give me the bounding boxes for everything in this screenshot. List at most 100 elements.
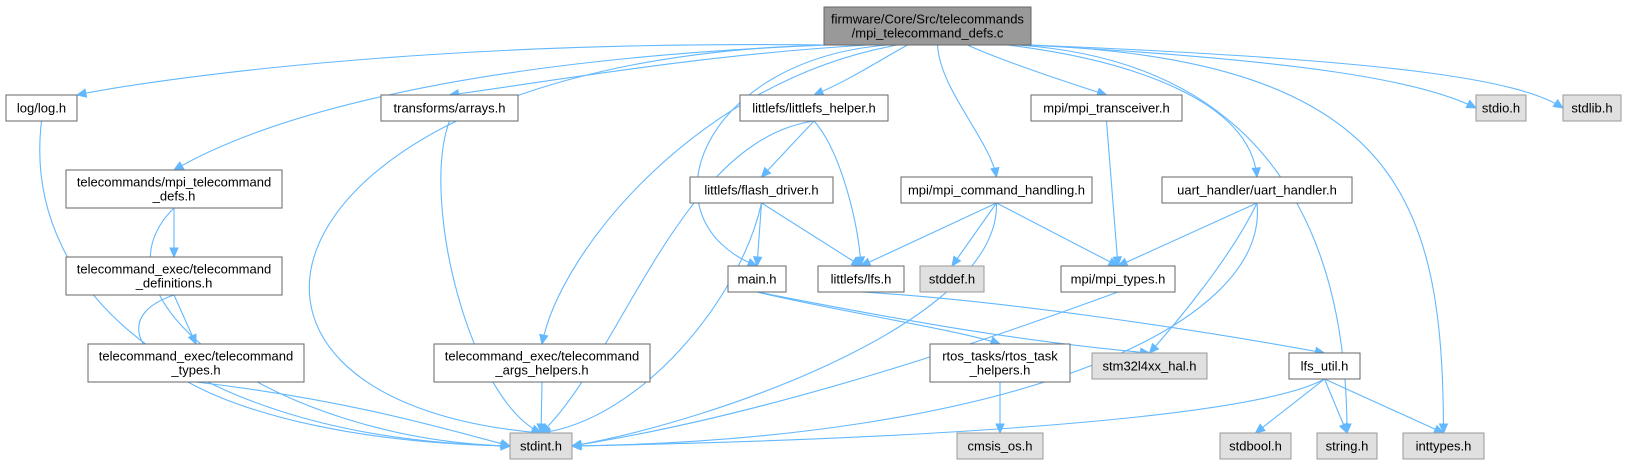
node-label-stddef: stddef.h [929,272,975,287]
arrowhead-root-to-stdlib [1552,98,1565,109]
edge-lfs_util-to-stdint [571,378,1325,447]
node-label-tc_args-line2: _args_helpers.h [494,363,588,378]
node-tc_types[interactable]: telecommand_exec/telecommand_types.h [87,343,305,383]
node-label-mpi_transceiver: mpi/mpi_transceiver.h [1043,101,1169,116]
node-label-tc_definitions-line2: _definitions.h [135,276,213,291]
node-label-string: string.h [1326,439,1369,454]
node-box-inttypes [1402,432,1485,460]
edge-tc_defs_h-to-stdint [149,207,511,447]
edge-lfs_util-to-string [1323,378,1348,434]
node-uart_handler[interactable]: uart_handler/uart_handler.h [1161,176,1353,204]
node-label-cmsis: cmsis_os.h [967,439,1032,454]
arrowhead-tc_definitions-to-tc_types [187,333,197,346]
arrowhead-root-to-mpi_cmd_handling [990,166,1000,179]
node-label-uart_handler: uart_handler/uart_handler.h [1177,183,1337,198]
node-label-transforms: transforms/arrays.h [394,101,506,116]
node-box-main [727,265,787,293]
node-label-stm32: stm32l4xx_hal.h [1103,359,1197,374]
node-box-mpi_types [1060,265,1176,293]
node-tc_args[interactable]: telecommand_exec/telecommand_args_helper… [433,343,651,383]
arrowhead-root-to-tc_args [539,333,549,346]
arrowhead-littlefs_helper-to-lfs [855,256,866,268]
node-mpi_transceiver[interactable]: mpi/mpi_transceiver.h [1030,94,1183,122]
edge-root-to-uart_handler [1007,44,1258,178]
arrowhead-lfs_util-to-stdint [570,441,582,451]
edge-root-to-littlefs_helper [813,44,908,96]
edge-littlefs_helper-to-flash_driver [761,120,815,178]
edge-root-to-tc_defs_h [173,44,828,171]
edge-uart_handler-to-stm32 [1149,202,1258,354]
node-inttypes: inttypes.h [1402,432,1485,460]
node-tc_defs_h[interactable]: telecommands/mpi_telecommand_defs.h [65,169,283,209]
node-box-tc_definitions [65,256,283,296]
node-box-littlefs_helper [739,94,889,122]
edge-transforms-to-stdint [440,120,542,434]
node-label-inttypes: inttypes.h [1416,439,1472,454]
edge-main-to-rtos [756,291,1001,345]
node-box-lfs_util [1288,352,1361,380]
node-label-tc_defs_h-line1: telecommands/mpi_telecommand [77,175,271,190]
edge-flash_driver-to-stdint [540,202,763,434]
node-label-mpi_cmd_handling: mpi/mpi_command_handling.h [908,183,1085,198]
arrowhead-flash_driver-to-lfs [850,256,863,267]
node-box-tc_defs_h [65,169,283,209]
node-box-uart_handler [1161,176,1353,204]
node-box-stdbool [1219,432,1292,460]
node-rtos[interactable]: rtos_tasks/rtos_task_helpers.h [929,343,1071,383]
node-lfs_util[interactable]: lfs_util.h [1288,352,1361,380]
edge-root-to-stdio [1027,44,1477,109]
edge-uart_handler-to-stdint [571,202,1258,447]
node-label-stdio: stdio.h [1482,101,1520,116]
arrowhead-root-to-stdio [1465,99,1478,109]
node-label-log: log/log.h [17,101,66,116]
node-label-lfs: littlefs/lfs.h [831,272,892,287]
node-main[interactable]: main.h [727,265,787,293]
node-flash_driver[interactable]: littlefs/flash_driver.h [689,176,834,204]
node-lfs[interactable]: littlefs/lfs.h [817,265,905,293]
node-mpi_types[interactable]: mpi/mpi_types.h [1060,265,1176,293]
node-box-lfs [817,265,905,293]
node-log[interactable]: log/log.h [5,94,78,122]
node-littlefs_helper[interactable]: littlefs/littlefs_helper.h [739,94,889,122]
node-label-rtos-line1: rtos_tasks/rtos_task [942,349,1058,364]
node-box-rtos [929,343,1071,383]
node-string: string.h [1316,432,1378,460]
edge-root-to-tc_args [541,44,898,345]
node-box-tc_types [87,343,305,383]
node-stdio: stdio.h [1475,94,1527,122]
edge-mpi_types-to-stdint [571,291,1119,447]
arrowhead-root-to-log [75,88,88,98]
node-stdbool: stdbool.h [1219,432,1292,460]
node-mpi_cmd_handling[interactable]: mpi/mpi_command_handling.h [900,176,1093,204]
arrowhead-root-to-tc_defs_h [172,161,185,171]
node-tc_definitions[interactable]: telecommand_exec/telecommand_definitions… [65,256,283,296]
node-root: firmware/Core/Src/telecommands/mpi_telec… [823,6,1032,46]
node-label-tc_types-line2: _types.h [170,363,220,378]
edge-lfs_util-to-inttypes [1324,378,1444,434]
edge-littlefs_helper-to-stdint [540,120,815,434]
node-label-tc_definitions-line1: telecommand_exec/telecommand [77,262,271,277]
edge-mpi_transceiver-to-mpi_types [1105,120,1119,267]
arrowhead-mpi_transceiver-to-mpi_types [1112,256,1123,268]
nodes-layer: firmware/Core/Src/telecommands/mpi_telec… [5,6,1622,460]
node-box-tc_args [433,343,651,383]
edge-root-to-transforms [449,44,868,96]
arrowhead-littlefs_helper-to-flash_driver [760,166,772,178]
node-stm32: stm32l4xx_hal.h [1091,352,1208,380]
node-stddef: stddef.h [919,265,985,293]
node-label-stdbool: stdbool.h [1229,439,1282,454]
node-box-log [5,94,78,122]
node-box-cmsis [956,432,1044,460]
node-box-root [823,6,1032,46]
edge-root-to-inttypes [1027,44,1445,434]
arrowhead-lfs_util-to-string [1338,422,1348,435]
node-transforms[interactable]: transforms/arrays.h [380,94,519,122]
node-box-stddef [919,265,985,293]
node-label-tc_args-line1: telecommand_exec/telecommand [445,349,639,364]
edge-mpi_cmd_handling-to-stdint [571,202,998,447]
edge-mpi_cmd_handling-to-lfs [860,202,997,267]
edge-littlefs_helper-to-lfs [813,120,862,267]
edge-lfs_util-to-stdbool [1255,378,1325,434]
edge-root-to-main [696,44,888,267]
